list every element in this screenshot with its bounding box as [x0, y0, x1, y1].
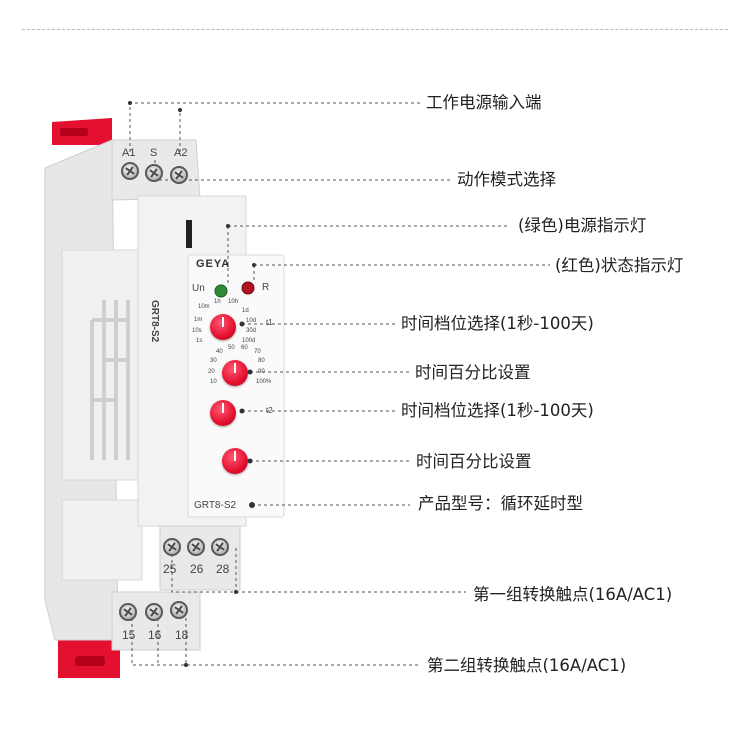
top-slot: [186, 220, 192, 248]
screw-15: [119, 603, 137, 621]
callout-contact-group-1: 第一组转换触点(16A/AC1): [473, 585, 673, 604]
percent-label-20: 20: [208, 369, 215, 375]
percent-label-70: 70: [254, 349, 261, 355]
callout-mode-select: 动作模式选择: [457, 170, 556, 189]
percent-label-90: 90: [258, 369, 265, 375]
range-label-10d: 10d: [246, 318, 257, 324]
led-label-un: Un: [192, 283, 205, 294]
percent-label-10: 10: [210, 379, 217, 385]
terminal-label-a1: A1: [122, 147, 136, 159]
brand-logo: GEYA: [196, 258, 231, 270]
time-range-knob-2[interactable]: [210, 400, 236, 426]
callout-power-input: 工作电源输入端: [426, 93, 542, 112]
screw-25: [163, 538, 181, 556]
bottom-clip-slot: [75, 656, 105, 666]
screw-18: [170, 601, 188, 619]
callout-contact-group-2: 第二组转换触点(16A/AC1): [427, 656, 627, 675]
callout-model-type: 产品型号：循环延时型: [418, 494, 583, 513]
side-circuit-label: [61, 499, 143, 581]
callout-green-led: (绿色)电源指示灯: [518, 216, 647, 235]
range-label-10s: 10s: [192, 328, 202, 334]
terminal-label-s: S: [150, 147, 158, 159]
red-led-shape: [241, 281, 255, 295]
screw-a1: [121, 162, 139, 180]
range-label-1h: 1h: [214, 299, 221, 305]
screw-a2: [170, 166, 188, 184]
range-label-10m: 10m: [198, 304, 210, 310]
leader-dots: [128, 101, 256, 667]
front-panel: [187, 254, 285, 518]
t1-label: t1: [266, 318, 273, 327]
range-label-1s: 1s: [196, 338, 203, 344]
top-clip-slot: [60, 128, 88, 136]
time-percent-knob-2[interactable]: [222, 448, 248, 474]
terminal-label-18: 18: [175, 628, 189, 642]
terminal-label-16: 16: [148, 628, 162, 642]
screw-s: [145, 164, 163, 182]
screw-28: [211, 538, 229, 556]
time-percent-knob-1[interactable]: [222, 360, 248, 386]
t2-label: t2: [266, 406, 273, 415]
percent-label-80: 80: [258, 358, 265, 364]
range-label-30d: 30d: [246, 328, 257, 334]
side-model-label: GRT8-S2: [149, 300, 160, 343]
terminal-label-28: 28: [216, 562, 230, 576]
callout-time-percent-1: 时间百分比设置: [415, 363, 531, 382]
top-divider: [22, 29, 728, 30]
callout-red-led: (红色)状态指示灯: [555, 256, 684, 275]
terminal-label-26: 26: [190, 562, 204, 576]
range-label-1m: 1m: [194, 317, 203, 323]
green-led-shape: [214, 284, 228, 298]
callout-time-range-2: 时间档位选择(1秒-100天): [401, 401, 594, 420]
screw-16: [145, 603, 163, 621]
front-model-label: GRT8-S2: [194, 500, 237, 511]
led-label-r: R: [262, 282, 270, 293]
callout-time-range-1: 时间档位选择(1秒-100天): [401, 314, 594, 333]
percent-label-40: 40: [216, 349, 223, 355]
percent-label-30: 30: [210, 358, 217, 364]
side-label-area: [61, 249, 153, 481]
screw-26: [187, 538, 205, 556]
callout-time-percent-2: 时间百分比设置: [416, 452, 532, 471]
time-range-knob-1[interactable]: [210, 314, 236, 340]
range-label-1d: 1d: [242, 308, 249, 314]
terminal-label-a2: A2: [174, 147, 188, 159]
percent-label-60: 60: [241, 345, 248, 351]
range-label-100d: 100d: [242, 338, 256, 344]
side-wiring-diagram: [90, 300, 130, 460]
range-label-10h: 10h: [228, 299, 239, 305]
percent-label-100: 100%: [256, 379, 272, 385]
terminal-label-25: 25: [163, 562, 177, 576]
terminal-label-15: 15: [122, 628, 136, 642]
percent-label-50: 50: [228, 345, 235, 351]
